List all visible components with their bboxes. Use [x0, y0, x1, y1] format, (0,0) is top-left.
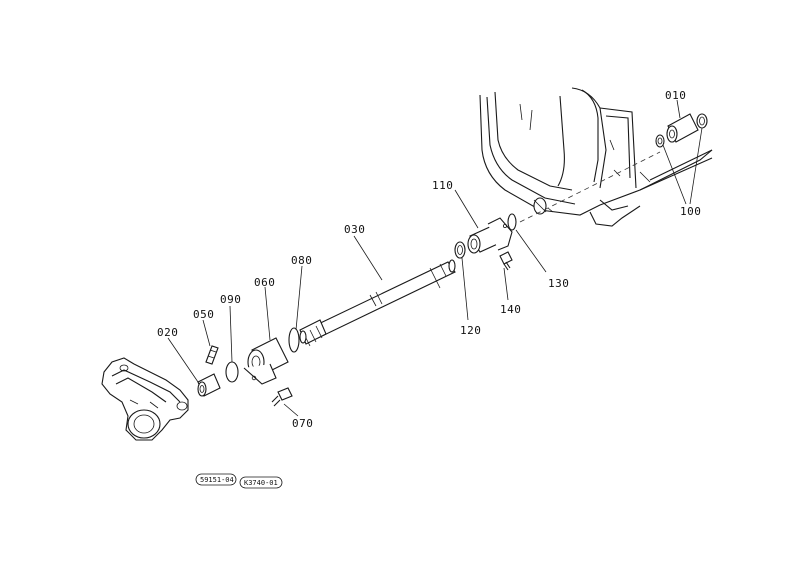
leader-lines [167, 99, 703, 417]
part-130-o-ring [507, 213, 517, 231]
callout-090: 090 [220, 293, 241, 306]
part-020-bushing [197, 373, 221, 397]
part-080-o-ring [288, 327, 300, 353]
callout-020: 020 [157, 326, 178, 339]
callout-010: 010 [665, 89, 686, 102]
callout-030: 030 [344, 223, 365, 236]
reference-code-left: 59151-04 [200, 476, 234, 484]
callout-060: 060 [254, 276, 275, 289]
callout-140: 140 [500, 303, 521, 316]
part-110-bearing-housing [467, 217, 513, 254]
callout-070: 070 [292, 417, 313, 430]
assembly-centerline [519, 151, 661, 223]
part-060-housing [243, 337, 289, 385]
front-axle-bracket [101, 357, 189, 441]
part-070-bolt [271, 387, 293, 407]
part-050-spring-pin [205, 345, 219, 365]
reference-code-right: K3740-01 [244, 479, 278, 487]
part-100-seal-right [696, 113, 708, 129]
callout-130: 130 [548, 277, 569, 290]
part-030-shaft [299, 259, 456, 347]
callout-100: 100 [680, 205, 701, 218]
callout-110: 110 [432, 179, 453, 192]
part-090-ring [225, 361, 239, 383]
callout-080: 080 [291, 254, 312, 267]
part-010-bushing [666, 113, 699, 143]
part-120-snap-ring [454, 241, 466, 259]
reference-stamp-right: K3740-01 [239, 476, 283, 489]
callout-050: 050 [193, 308, 214, 321]
part-100-seal-left [655, 134, 665, 148]
transmission-housing [479, 87, 713, 227]
callout-120: 120 [460, 324, 481, 337]
reference-stamp-left: 59151-04 [195, 473, 237, 486]
part-140-bolt [499, 251, 513, 271]
